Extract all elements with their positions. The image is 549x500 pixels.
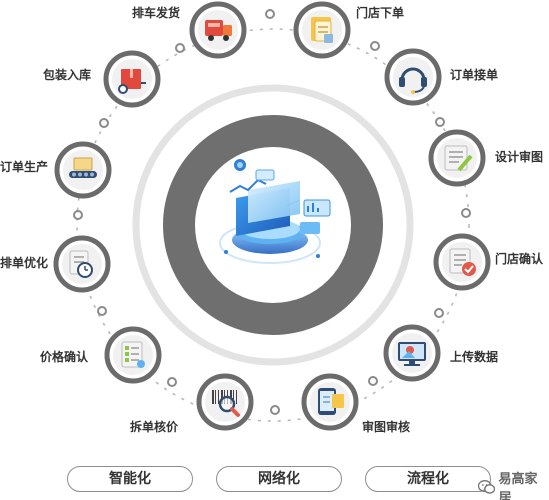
step-node-schedule-clock: [53, 235, 111, 293]
connector-dot: [175, 43, 185, 53]
brand-watermark: 易高家居: [478, 468, 549, 500]
step-nodes: [53, 1, 491, 431]
connector-dot: [461, 208, 471, 218]
step-label: 价格确认: [40, 350, 89, 364]
step-node-order-document: [293, 1, 351, 59]
step-label: 订单生产: [0, 160, 49, 174]
schedule-clock-icon: [69, 250, 93, 278]
step-node-design-drawing: [428, 129, 486, 187]
conveyor-production-icon: [69, 157, 97, 178]
confirm-document-icon: [449, 248, 476, 276]
package-box-icon: [118, 69, 146, 94]
step-label: 上传数据: [450, 350, 499, 364]
design-drawing-icon: [444, 145, 473, 172]
barcode-search-icon: [212, 390, 240, 417]
step-label: 排车发货: [132, 6, 181, 20]
step-label: 拆单核价: [130, 420, 179, 434]
step-node-truck: [189, 1, 247, 59]
price-checklist-icon: [121, 341, 145, 368]
step-label: 审图审核: [362, 420, 411, 434]
connector-dot: [97, 306, 107, 316]
order-document-icon: [311, 17, 333, 43]
tablet-review-icon: [318, 388, 344, 415]
center-data-platform-icon: [219, 159, 331, 264]
step-label: 设计审图: [495, 150, 544, 164]
connector-dot: [265, 9, 275, 19]
dashed-flow-ring: [76, 28, 470, 422]
tag-networked: 网络化: [216, 466, 342, 492]
connector-dot: [370, 41, 380, 51]
connector-dot: [434, 308, 444, 318]
connector-dot: [270, 405, 280, 415]
connector-dot: [73, 210, 83, 220]
connector-dot: [167, 377, 177, 387]
step-node-tablet-review: [301, 373, 359, 431]
outer-light-ring: [132, 84, 414, 366]
upload-monitor-icon: [398, 342, 426, 366]
step-label: 门店下单: [356, 6, 405, 20]
step-node-price-checklist: [104, 326, 162, 384]
tag-process: 流程化: [365, 466, 491, 492]
tag-intelligent: 智能化: [67, 466, 193, 492]
step-label: 包装入库: [43, 68, 92, 82]
connector-dot: [368, 376, 378, 386]
step-node-confirm-document: [433, 233, 491, 291]
step-label: 门店确认: [495, 252, 544, 266]
step-label: 排单优化: [0, 256, 49, 270]
wechat-icon: [478, 480, 496, 494]
step-node-barcode-search: [196, 373, 254, 431]
brand-name: 易高家居: [498, 472, 538, 500]
connector-dot: [99, 118, 109, 128]
step-node-conveyor-production: [54, 141, 112, 199]
step-node-upload-monitor: [383, 324, 441, 382]
step-label: 订单接单: [450, 68, 499, 82]
headset-icon: [399, 67, 427, 94]
step-node-package-box: [103, 50, 161, 108]
connector-dot: [435, 117, 445, 127]
truck-icon: [205, 20, 232, 41]
step-node-headset: [384, 48, 442, 106]
